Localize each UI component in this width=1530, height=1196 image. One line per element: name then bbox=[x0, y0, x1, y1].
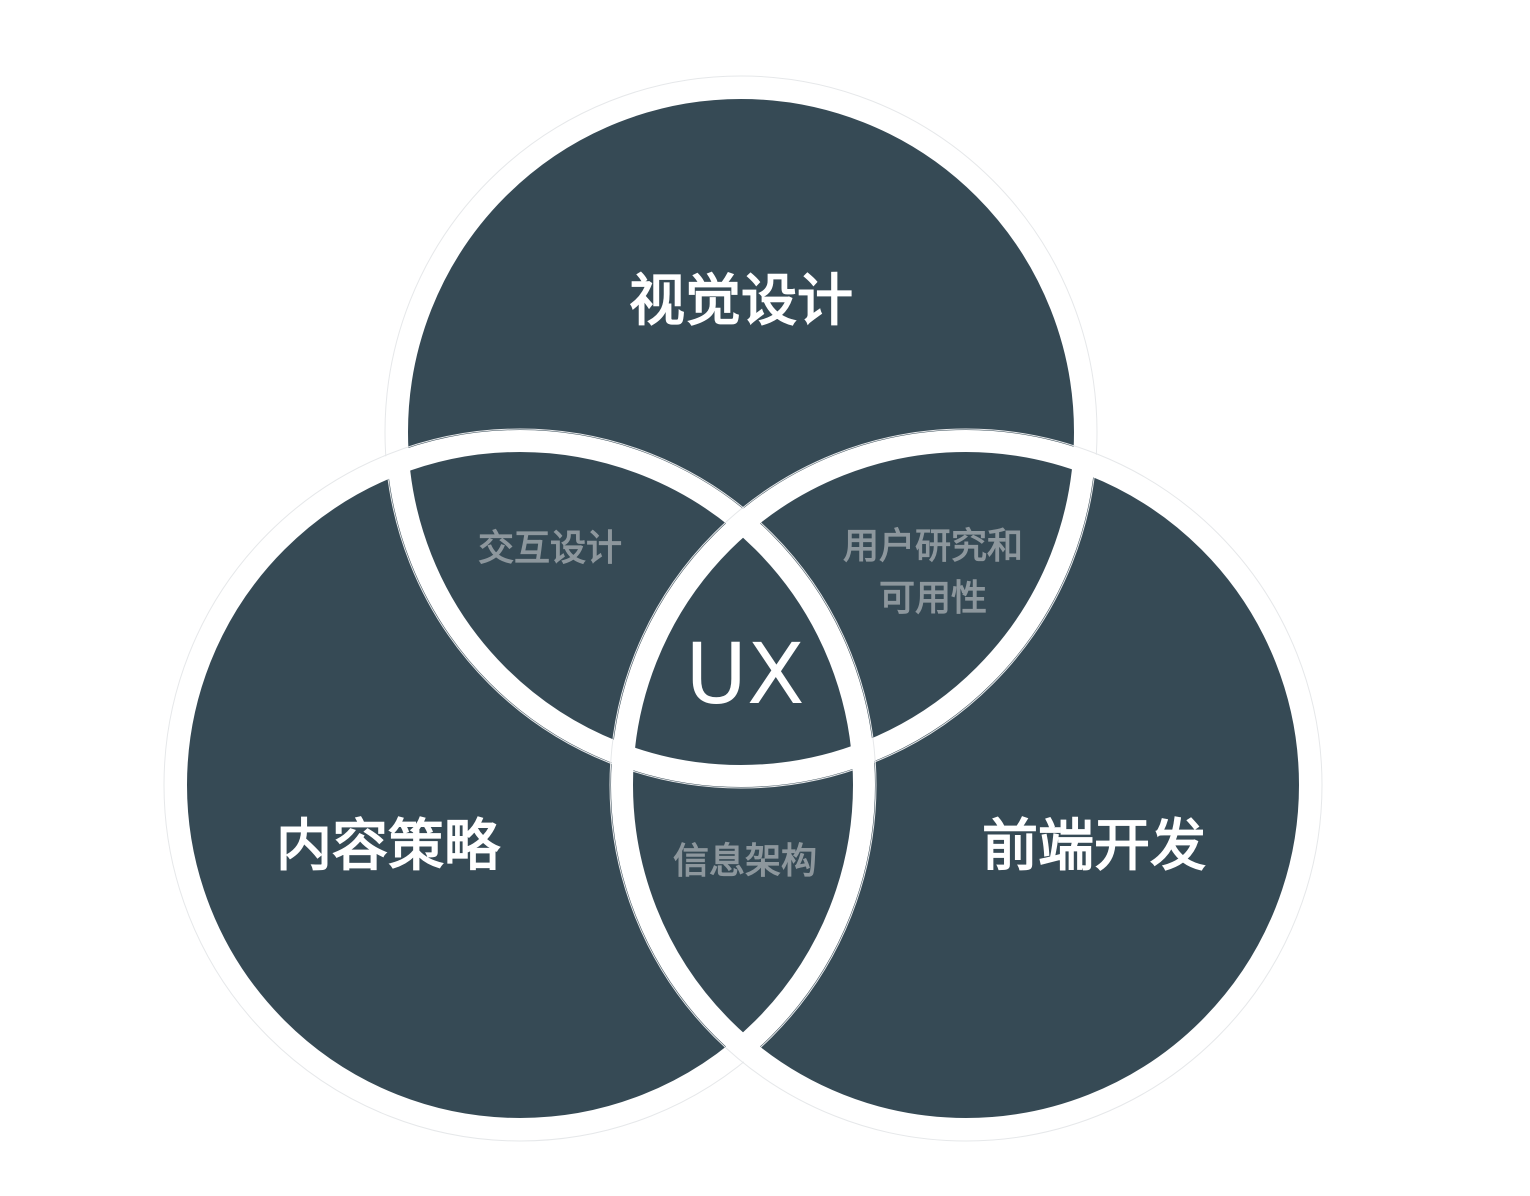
overlap-label-interaction-design: 交互设计 bbox=[478, 527, 622, 569]
circle-visual-design-outline bbox=[384, 75, 1098, 789]
set-label-frontend-development: 前端开发 bbox=[982, 814, 1206, 879]
circle-content-strategy-ring bbox=[165, 430, 875, 1140]
overlap-label-user-research-line1: 用户研究和 bbox=[843, 526, 1023, 567]
set-label-content-strategy: 内容策略 bbox=[276, 814, 501, 879]
set-label-visual-design: 视觉设计 bbox=[629, 269, 853, 334]
circle-visual-design-ring bbox=[386, 77, 1096, 787]
circle-frontend-development-outline bbox=[609, 428, 1323, 1142]
circle-frontend-development-ring bbox=[611, 430, 1321, 1140]
circle-frontend-development bbox=[619, 438, 1313, 1132]
center-label-ux: UX bbox=[685, 625, 804, 723]
circle-content-strategy-outline bbox=[163, 428, 877, 1142]
venn-circles bbox=[163, 75, 1323, 1142]
overlap-label-information-architecture: 信息架构 bbox=[673, 841, 817, 882]
overlap-label-user-research-line2: 可用性 bbox=[879, 578, 987, 619]
